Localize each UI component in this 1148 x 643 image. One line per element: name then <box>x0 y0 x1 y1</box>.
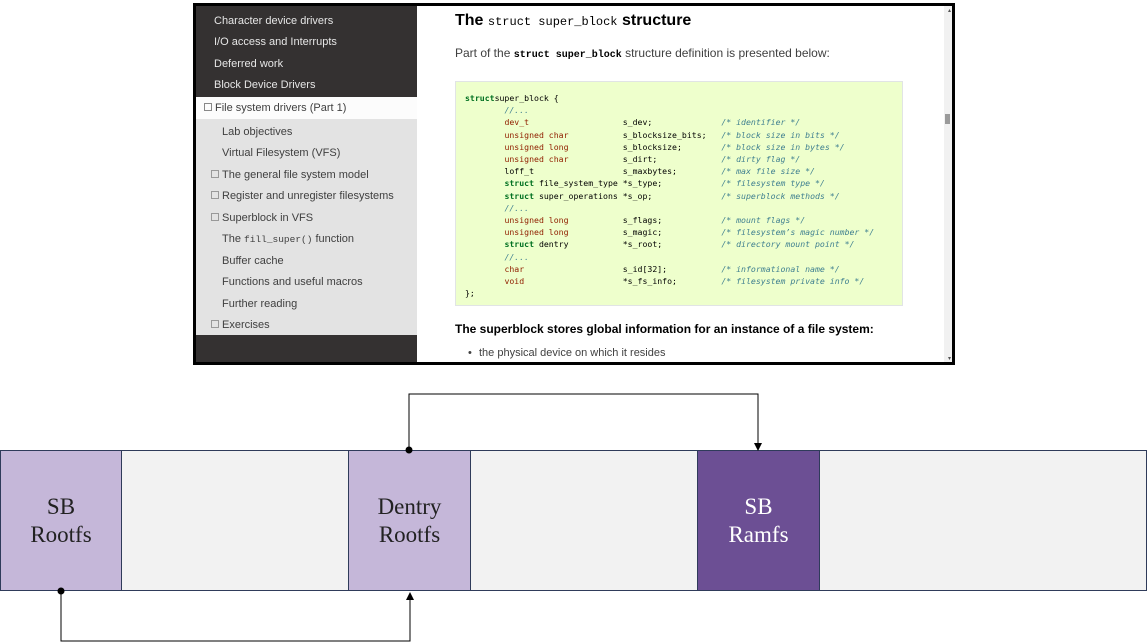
bullet-item: the physical device on which it resides <box>468 347 666 359</box>
code-line: void *s_fs_info; /* filesystem private i… <box>504 276 865 286</box>
sidebar-sub-buffer-cache[interactable]: Buffer cache <box>222 255 284 267</box>
intro-text: Part of the <box>455 46 514 60</box>
sidebar-footer <box>196 335 417 362</box>
main-content: The struct super_block structure Part of… <box>417 6 952 362</box>
arrow-dentry-to-ramfs <box>405 393 762 454</box>
intro-paragraph: Part of the struct super_block structure… <box>455 46 830 61</box>
sidebar-sub-fill-super[interactable]: The fill_super() function <box>196 229 417 250</box>
page-title: The struct super_block structure <box>455 12 691 30</box>
collapse-icon[interactable] <box>204 103 212 112</box>
sidebar-sub-code: fill_super() <box>244 234 313 245</box>
documentation-screenshot: Character device drivers I/O access and … <box>193 3 955 365</box>
code-block: structsuper_block { //... dev_t s_dev; /… <box>455 81 903 306</box>
code-line: unsigned char s_dirt; /* dirty flag */ <box>504 154 801 164</box>
block-label: Dentry <box>377 493 442 519</box>
scrollbar[interactable]: ▴ ▾ <box>944 6 952 362</box>
title-code: struct super_block <box>487 15 618 29</box>
intro-text: structure definition is presented below: <box>621 46 830 60</box>
code-line: dev_t s_dev; /* identifier */ <box>504 117 801 128</box>
code-line: unsigned long s_magic; /* filesystem’s m… <box>504 227 875 238</box>
code-line: //... <box>504 202 530 213</box>
sidebar-sub-functions-macros[interactable]: Functions and useful macros <box>222 276 363 288</box>
sidebar-sub-superblock[interactable]: Superblock in VFS <box>196 208 417 229</box>
scroll-up-icon[interactable]: ▴ <box>947 8 951 14</box>
code-line: struct super_operations *s_op; /* superb… <box>504 190 840 201</box>
block-label: Rootfs <box>378 521 441 547</box>
block-label: SB <box>744 493 773 519</box>
sidebar-current-label: File system drivers (Part 1) <box>215 102 347 114</box>
sidebar-sub-exercises[interactable]: Exercises <box>196 315 417 336</box>
sidebar-sub-lab-objectives[interactable]: Lab objectives <box>222 126 293 138</box>
code-line: //... <box>504 105 530 116</box>
expand-icon[interactable] <box>211 320 219 329</box>
sidebar-item-character-device-drivers[interactable]: Character device drivers <box>214 15 334 27</box>
sidebar-sub-vfs[interactable]: Virtual Filesystem (VFS) <box>222 147 341 159</box>
sidebar-subsection: Lab objectives Virtual Filesystem (VFS) … <box>196 119 417 335</box>
expand-icon[interactable] <box>211 213 219 222</box>
sidebar-sub-label: Exercises <box>222 319 270 331</box>
intro-code: struct super_block <box>513 50 622 61</box>
scroll-down-icon[interactable]: ▾ <box>947 356 951 362</box>
sidebar-item-deferred-work[interactable]: Deferred work <box>214 58 284 70</box>
sidebar-item-block-device-drivers[interactable]: Block Device Drivers <box>214 79 316 91</box>
title-text: The <box>455 12 488 29</box>
sidebar-sub-register[interactable]: Register and unregister filesystems <box>196 186 417 207</box>
memory-bar <box>0 450 1147 591</box>
sidebar-sub-label: Register and unregister filesystems <box>222 190 394 202</box>
arrow-sb-rootfs-to-dentry <box>57 587 414 642</box>
sidebar-sub-general-model[interactable]: The general file system model <box>196 165 417 186</box>
expand-icon[interactable] <box>211 170 219 179</box>
block-label: SB <box>46 493 76 519</box>
code-line: unsigned long s_flags; /* mount flags */ <box>504 215 806 225</box>
code-line: loff_t s_maxbytes; /* max file size */ <box>465 166 815 177</box>
code-line: //... <box>504 251 530 262</box>
sidebar-sub-label: Superblock in VFS <box>222 212 314 224</box>
code-line: unsigned long s_blocksize; /* block size… <box>504 141 845 152</box>
code-line: structsuper_block { <box>465 93 559 103</box>
sidebar-item-io-access[interactable]: I/O access and Interrupts <box>214 36 337 48</box>
code-line: char s_id[32]; /* informational name */ <box>504 263 840 274</box>
scroll-thumb[interactable] <box>945 114 950 124</box>
sidebar-sub-further-reading[interactable]: Further reading <box>222 298 298 310</box>
code-line: }; <box>465 288 475 299</box>
block-label: Rootfs <box>30 521 92 547</box>
code-line: struct dentry *s_root; /* directory moun… <box>504 239 855 250</box>
summary-paragraph: The superblock stores global information… <box>455 322 874 336</box>
sidebar-sub-label: The <box>222 233 245 245</box>
sidebar: Character device drivers I/O access and … <box>196 6 417 362</box>
title-text: structure <box>617 12 692 29</box>
expand-icon[interactable] <box>211 191 219 200</box>
sidebar-sub-label: The general file system model <box>222 169 369 181</box>
block-label: Ramfs <box>728 521 789 547</box>
sidebar-sub-label: function <box>312 233 355 245</box>
code-line: unsigned char s_blocksize_bits; /* block… <box>504 129 840 140</box>
sidebar-item-current[interactable]: File system drivers (Part 1) <box>196 97 417 119</box>
code-line: struct file_system_type *s_type; /* file… <box>504 178 825 189</box>
